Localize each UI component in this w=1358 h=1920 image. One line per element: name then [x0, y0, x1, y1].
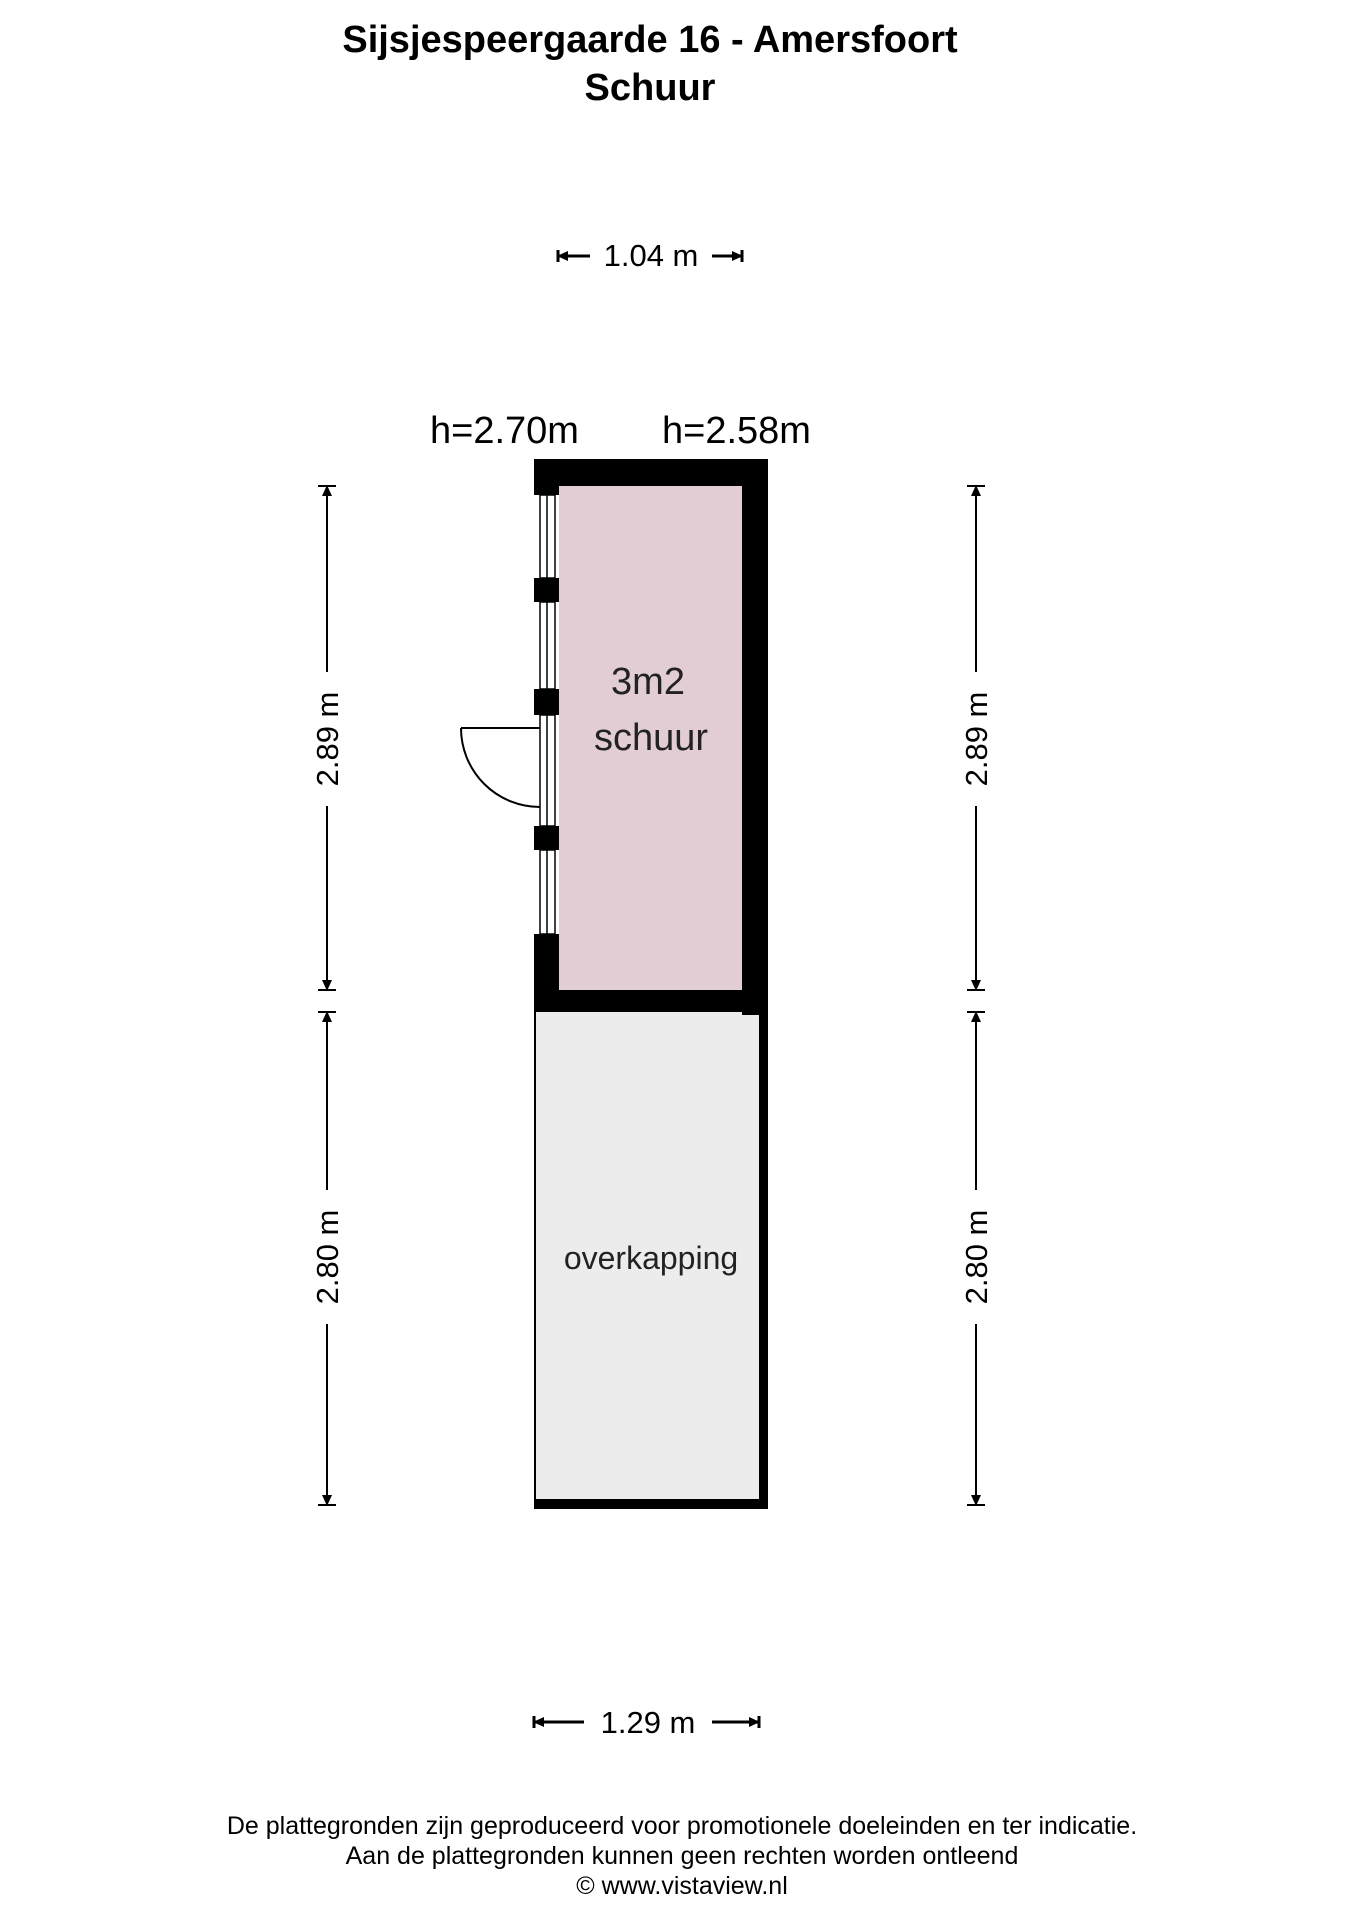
- dimension-right-upper-label: 2.89 m: [959, 692, 994, 787]
- dimension-right-lower-label: 2.80 m: [959, 1210, 994, 1305]
- copyright-link[interactable]: © www.vistaview.nl: [576, 1872, 788, 1900]
- dimension-bottom-width: 1.29 m: [532, 1705, 761, 1740]
- dimension-top-width: 1.04 m: [556, 238, 744, 273]
- disclaimer-line-1: De plattegronden zijn geproduceerd voor …: [226, 1812, 1138, 1840]
- door-swing: [460, 727, 541, 808]
- dimension-bottom-width-label: 1.29 m: [601, 1705, 696, 1740]
- disclaimer-line-2: Aan de plattegronden kunnen geen rechten…: [345, 1842, 1019, 1870]
- dimension-left-upper: 2.89 m: [310, 485, 345, 991]
- room-overkapping-label: overkapping: [564, 1240, 738, 1276]
- page-subtitle: Schuur: [584, 67, 716, 109]
- room-schuur-area: 3m2: [611, 661, 685, 703]
- window-glazing: [539, 494, 556, 935]
- room-schuur-label: schuur: [594, 717, 708, 759]
- height-left-label: h=2.70m: [430, 410, 579, 452]
- dimension-left-lower-label: 2.80 m: [310, 1210, 345, 1305]
- height-right-label: h=2.58m: [662, 410, 811, 452]
- dimension-top-width-label: 1.04 m: [604, 238, 699, 273]
- walls: [534, 459, 768, 1509]
- dimension-left-upper-label: 2.89 m: [310, 692, 345, 787]
- dimension-left-lower: 2.80 m: [310, 1011, 345, 1506]
- dimension-right-upper: 2.89 m: [959, 485, 994, 991]
- page-title: Sijsjespeergaarde 16 - Amersfoort: [342, 19, 958, 61]
- room-schuur: [559, 486, 742, 990]
- room-overkapping: [534, 1012, 759, 1499]
- dimension-right-lower: 2.80 m: [959, 1011, 994, 1506]
